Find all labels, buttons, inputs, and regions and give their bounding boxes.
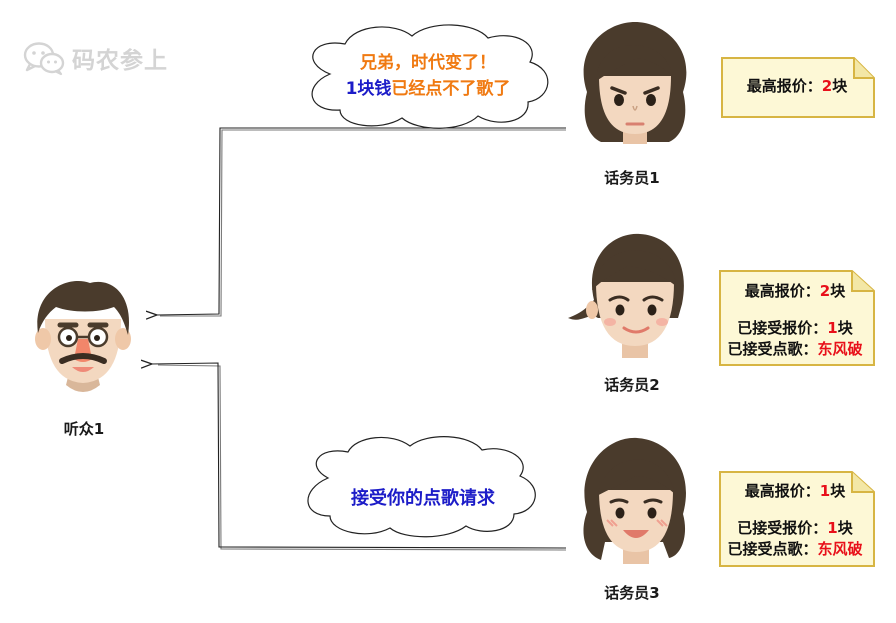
note-1: 最高报价：2块 — [722, 76, 872, 97]
speech-text-top: 兄弟，时代变了！ 1块钱已经点不了歌了 — [318, 50, 538, 102]
note-2: 最高报价：2块 已接受报价：1块 已接受点歌：东风破 — [720, 281, 870, 360]
speech-cloud-top — [311, 24, 549, 129]
listener-label: 听众1 — [63, 420, 105, 438]
note-2-accepted-song: 已接受点歌：东风破 — [727, 340, 863, 358]
note-3-accepted-price: 已接受报价：1块 — [737, 519, 853, 537]
operator-label-3: 话务员3 — [604, 584, 660, 602]
speech-top-line2-rest: 已经点不了歌了 — [391, 79, 511, 99]
watermark: 码农参上 — [22, 38, 168, 78]
speech-top-line2: 1块钱已经点不了歌了 — [318, 76, 538, 102]
note-2-price: 最高报价：2块 — [744, 282, 846, 300]
note-2-accepted-price: 已接受报价：1块 — [737, 319, 853, 337]
note-3-accepted-song: 已接受点歌：东风破 — [727, 540, 863, 558]
watermark-text: 码农参上 — [72, 48, 168, 74]
speech-text-bottom: 接受你的点歌请求 — [351, 488, 495, 509]
operator-avatar-3 — [583, 437, 686, 564]
operator-avatar-2 — [568, 233, 684, 358]
note-shape-2 — [719, 270, 875, 366]
note-shape-3 — [719, 471, 875, 567]
operator-label-1: 话务员1 — [604, 169, 660, 187]
operator-avatar-1 — [583, 22, 687, 144]
speech-top-line1: 兄弟，时代变了！ — [360, 53, 496, 73]
wechat-icon — [23, 42, 65, 76]
note-3-price: 最高报价：1块 — [744, 482, 846, 500]
operator-label-2: 话务员2 — [604, 376, 660, 394]
note-shape-1 — [721, 57, 875, 118]
listener-avatar — [35, 281, 131, 392]
connector-bottom — [151, 363, 567, 551]
note-1-price: 最高报价：2块 — [746, 77, 848, 95]
note-3: 最高报价：1块 已接受报价：1块 已接受点歌：东风破 — [720, 481, 870, 560]
connector-top — [156, 127, 566, 316]
speech-cloud-bottom — [307, 436, 536, 538]
speech-top-line2-price: 1块钱 — [345, 79, 392, 99]
